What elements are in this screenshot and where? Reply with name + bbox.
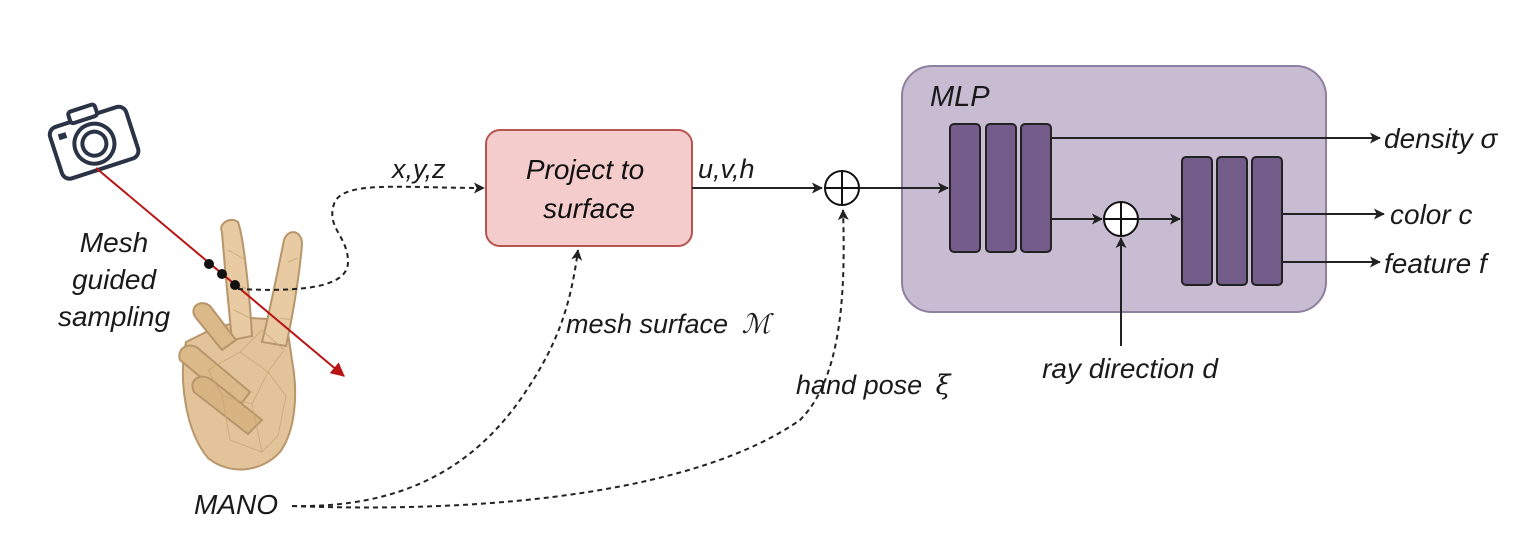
mlp-layer-6 — [1251, 156, 1283, 286]
sample-point — [230, 280, 240, 290]
concat-operator-2 — [1103, 201, 1139, 237]
project-box-line2: surface — [543, 193, 635, 224]
mesh-surface-dashed-arrow — [291, 249, 583, 508]
mesh-surface-label: mesh surface ℳ — [566, 309, 775, 340]
sampling-label-line2: guided — [72, 264, 158, 295]
mlp-layer-1 — [949, 123, 981, 253]
sampling-label-line3: sampling — [58, 301, 170, 332]
mlp-layer-2 — [985, 123, 1017, 253]
project-to-surface-box — [485, 129, 693, 247]
feature-label: feature f — [1384, 248, 1490, 279]
uvh-label: u,v,h — [698, 154, 755, 184]
color-label: color c — [1390, 199, 1472, 230]
hand-pose-symbol: ξ — [936, 370, 952, 401]
project-box-line1: Project to — [526, 154, 644, 185]
hand-pose-dashed-arrow — [291, 209, 849, 509]
sample-point — [204, 259, 214, 269]
xyz-label: x,y,z — [390, 154, 446, 184]
mlp-title: MLP — [930, 81, 990, 113]
xyz-dashed-arrow — [237, 182, 485, 291]
mlp-layer-3 — [1020, 123, 1052, 253]
sample-point — [217, 269, 227, 279]
camera-icon — [47, 102, 141, 181]
density-label: density σ — [1384, 123, 1498, 154]
ray-direction-label: ray direction d — [1042, 353, 1219, 384]
mano-label: MANO — [194, 489, 278, 520]
mlp-layer-4 — [1181, 156, 1213, 286]
concat-operator-1 — [824, 170, 860, 206]
hand-pose-label: hand pose ξ — [796, 370, 952, 401]
sampling-label-line1: Mesh — [80, 227, 148, 258]
mlp-layer-5 — [1216, 156, 1248, 286]
hand-mesh-icon — [178, 218, 304, 471]
mesh-surface-symbol: ℳ — [742, 309, 775, 340]
